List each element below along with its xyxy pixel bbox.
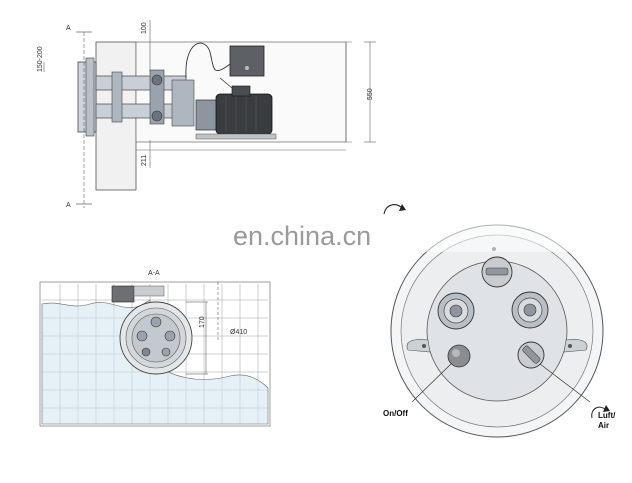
nozzle-right — [511, 291, 549, 329]
label-air-line-1: Luft/ — [598, 411, 616, 420]
pump-motor — [215, 93, 273, 135]
section-label: A-A — [148, 270, 160, 277]
label-air-line-2: Air — [598, 421, 609, 430]
section-marker-top: A — [66, 25, 71, 32]
label-on-off: On/Off — [383, 409, 408, 418]
section-view: A-A 170 Ø410 — [39, 270, 271, 427]
front-panel-view: On/Off Luft/ Air — [383, 204, 616, 438]
section-marker-bottom: A — [66, 202, 71, 209]
nozzle-left — [437, 292, 475, 330]
installation-side-view: A A 150-200 100 211 550 — [37, 20, 376, 209]
pump-housing — [195, 99, 219, 131]
dim-diameter: Ø410 — [230, 329, 247, 336]
rotate-arrow-top-icon — [383, 204, 403, 215]
on-off-button — [447, 344, 471, 368]
dim-550: 550 — [367, 88, 374, 100]
section-control-box — [111, 285, 135, 303]
dim-150-200: 150-200 — [37, 46, 44, 72]
dim-100: 100 — [141, 22, 148, 34]
power-cable — [185, 42, 231, 79]
dim-211: 211 — [141, 155, 148, 166]
watermark: en.china.cn — [233, 221, 371, 251]
control-box — [229, 45, 265, 77]
dim-170: 170 — [199, 316, 206, 328]
